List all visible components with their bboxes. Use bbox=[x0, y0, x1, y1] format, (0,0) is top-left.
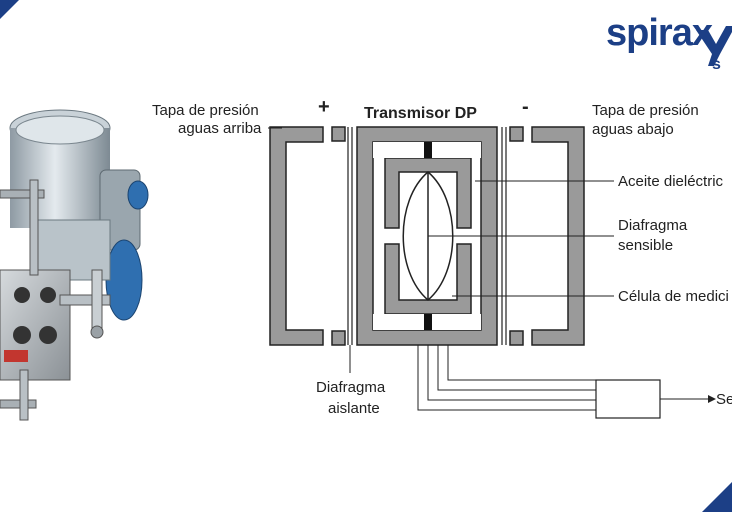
label-sensing-diaphragm-line1: Diafragma bbox=[618, 217, 688, 234]
electronics-box bbox=[595, 379, 661, 419]
corner-accent-top-left bbox=[0, 0, 19, 19]
label-upstream-cap-line1: Tapa de presión bbox=[152, 102, 259, 119]
signal-wires bbox=[417, 345, 596, 411]
label-sensing-diaphragm-line2: sensible bbox=[618, 237, 674, 254]
brand-logo-tail: s bbox=[712, 56, 721, 73]
output-arrow-head bbox=[708, 395, 716, 403]
downstream-cap-stub-top bbox=[509, 126, 524, 142]
upstream-pressure-cap bbox=[269, 126, 324, 346]
corner-accent-bottom-right bbox=[702, 482, 732, 512]
label-downstream-cap-line1: Tapa de presión bbox=[592, 102, 699, 119]
downstream-cap-stub-bottom bbox=[509, 330, 524, 346]
plus-sign: + bbox=[318, 96, 330, 118]
transmitter-photo bbox=[0, 109, 149, 421]
label-isolating-diaphragm-line1: Diafragma bbox=[316, 379, 386, 396]
brand-logo-swoosh bbox=[696, 26, 732, 66]
label-dielectric-oil: Aceite dieléctric bbox=[618, 173, 724, 190]
label-output: Se bbox=[716, 391, 732, 408]
label-isolating-diaphragm-line2: aislante bbox=[328, 400, 380, 417]
upstream-cap-stub-bottom bbox=[331, 330, 346, 346]
brand-logo: spirax bbox=[606, 12, 713, 54]
label-upstream-cap-line2: aguas arriba bbox=[178, 120, 262, 137]
label-downstream-cap-line2: aguas abajo bbox=[592, 121, 674, 138]
label-measuring-cell: Célula de medici bbox=[618, 288, 729, 305]
minus-sign: - bbox=[522, 96, 529, 118]
diagram-title: Transmisor DP bbox=[364, 105, 477, 122]
upstream-cap-stub-top bbox=[331, 126, 346, 142]
